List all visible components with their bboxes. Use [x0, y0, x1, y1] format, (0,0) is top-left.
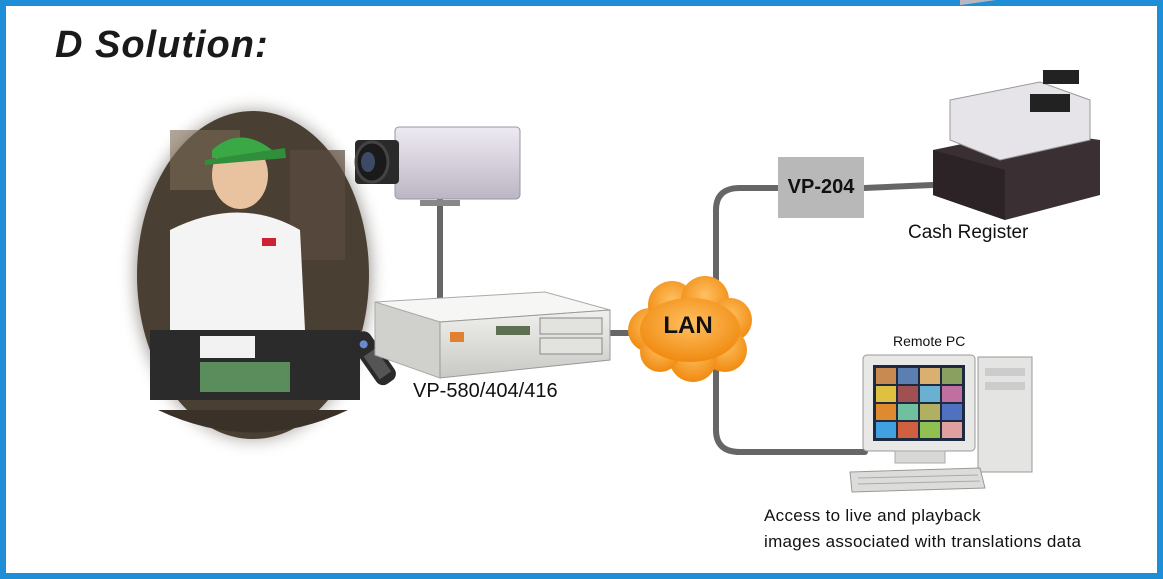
vp204-register-cable	[861, 182, 935, 191]
cashier-photo	[127, 101, 379, 449]
remote-pc-label: Remote PC	[893, 333, 966, 349]
lan-label: LAN	[663, 312, 713, 339]
video-thumbnails	[876, 368, 962, 438]
digital-recorder	[374, 291, 611, 379]
lan-cloud	[628, 276, 752, 382]
caption-line-2: images associated with translations data	[764, 532, 1082, 551]
remote-control	[350, 331, 396, 386]
cctv-camera	[354, 126, 521, 206]
lan-vp204-cable	[713, 185, 781, 298]
caption-line-1: Access to live and playback	[764, 506, 981, 525]
lan-pc-cable	[713, 365, 868, 455]
remote-pc	[849, 354, 1033, 493]
diagram-title: D Solution:	[55, 24, 269, 66]
vp204-converter-box: VP-204	[778, 157, 864, 218]
cash-register	[933, 0, 1100, 220]
recorder-label: VP-580/404/416	[413, 380, 558, 402]
cash-register-label: Cash Register	[908, 222, 1029, 243]
vp204-label: VP-204	[787, 176, 855, 198]
